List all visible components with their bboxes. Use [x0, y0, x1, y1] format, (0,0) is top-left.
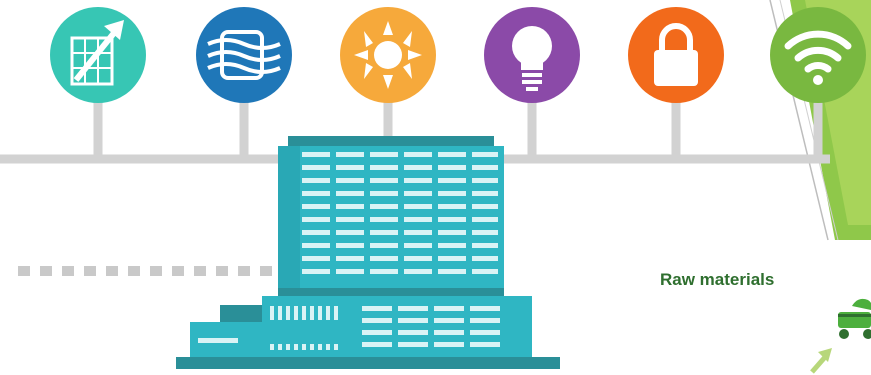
office-building	[176, 136, 560, 369]
arrow-up-right-icon	[810, 348, 832, 374]
raw-materials-label: Raw materials	[660, 270, 775, 289]
air-vent-icon	[196, 7, 292, 103]
chart-growth-icon	[50, 7, 146, 103]
lightbulb-icon	[484, 7, 580, 103]
wifi-icon	[770, 7, 866, 103]
dashed-line	[18, 266, 272, 276]
lock-icon	[628, 7, 724, 103]
sun-icon	[340, 7, 436, 103]
mining-cart-icon	[838, 298, 871, 339]
